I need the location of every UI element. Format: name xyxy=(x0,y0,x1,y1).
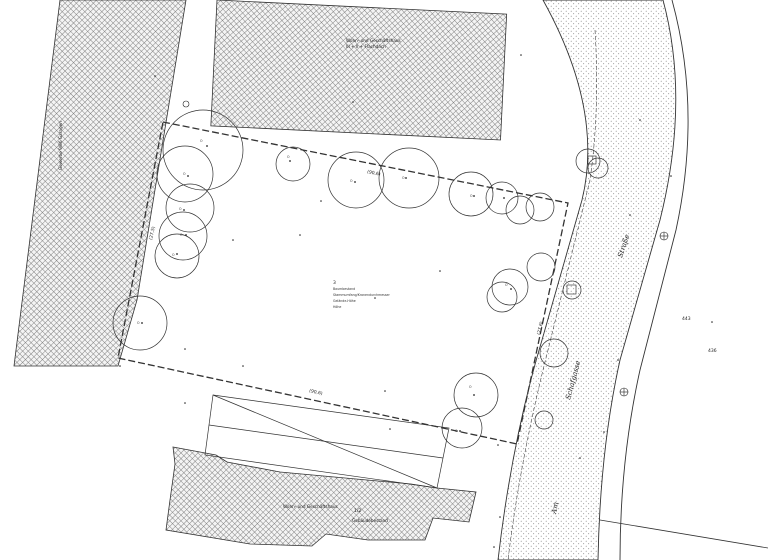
parcel-dim-top: (90,6) xyxy=(367,169,382,178)
svg-text:O: O xyxy=(470,194,473,198)
marker-symbols xyxy=(182,100,669,397)
survey-points xyxy=(119,54,713,548)
left-hatched-caption: Gewerbe 9/86 Garagen xyxy=(58,121,63,170)
bottom-building xyxy=(165,446,477,547)
bottom-building-caption-3: Gebäudebestand xyxy=(352,518,388,523)
annotation-labels: O O O O O O O O O O O O O xyxy=(137,139,508,433)
svg-text:O: O xyxy=(402,176,405,180)
tree-group xyxy=(112,109,609,449)
street-prefix-label: Am xyxy=(550,501,561,515)
parcel-dim-right: (27,6) xyxy=(536,321,545,336)
bottom-building-caption-1: Wohn- und Geschäftshaus xyxy=(283,504,338,509)
road-branch xyxy=(599,519,768,549)
svg-text:O: O xyxy=(172,253,175,257)
svg-text:O: O xyxy=(287,155,290,159)
street-area xyxy=(497,0,677,560)
svg-text:O: O xyxy=(455,429,458,433)
right-label-2: 436 xyxy=(708,348,717,354)
parcel-boundary xyxy=(117,121,569,445)
center-caption-4: Höhe xyxy=(333,305,341,309)
top-building-caption-2: III + II + Flachdach xyxy=(346,44,386,49)
svg-text:O: O xyxy=(469,385,472,389)
svg-text:O: O xyxy=(183,172,186,176)
svg-text:O: O xyxy=(505,283,508,287)
tree-markers xyxy=(141,145,512,432)
svg-text:O: O xyxy=(180,233,183,237)
right-label-1: 443 xyxy=(682,316,691,322)
svg-text:O: O xyxy=(350,179,353,183)
top-building xyxy=(210,0,508,141)
parcel-number: 3 xyxy=(333,280,336,286)
center-caption-1: Baumbestand xyxy=(333,287,355,291)
svg-text:O: O xyxy=(200,139,203,143)
parcel-dim-left: (27,5) xyxy=(148,226,157,241)
bottom-building-caption-2: 1/2 xyxy=(354,508,361,514)
svg-text:O: O xyxy=(179,207,182,211)
road-edge-inner xyxy=(507,29,597,560)
center-caption-3: Gelände-Höhe xyxy=(333,299,356,303)
garage-outline xyxy=(204,394,450,489)
svg-text:O: O xyxy=(137,321,140,325)
left-hatched-building xyxy=(13,0,187,367)
center-caption-2: Stammumfang/Kronendurchmesser xyxy=(333,293,390,297)
parcel-dim-bottom: (90,6) xyxy=(309,388,324,397)
road-edge-outer xyxy=(619,0,689,560)
top-building-caption-1: Wohn- und Geschäftshaus xyxy=(346,38,401,43)
